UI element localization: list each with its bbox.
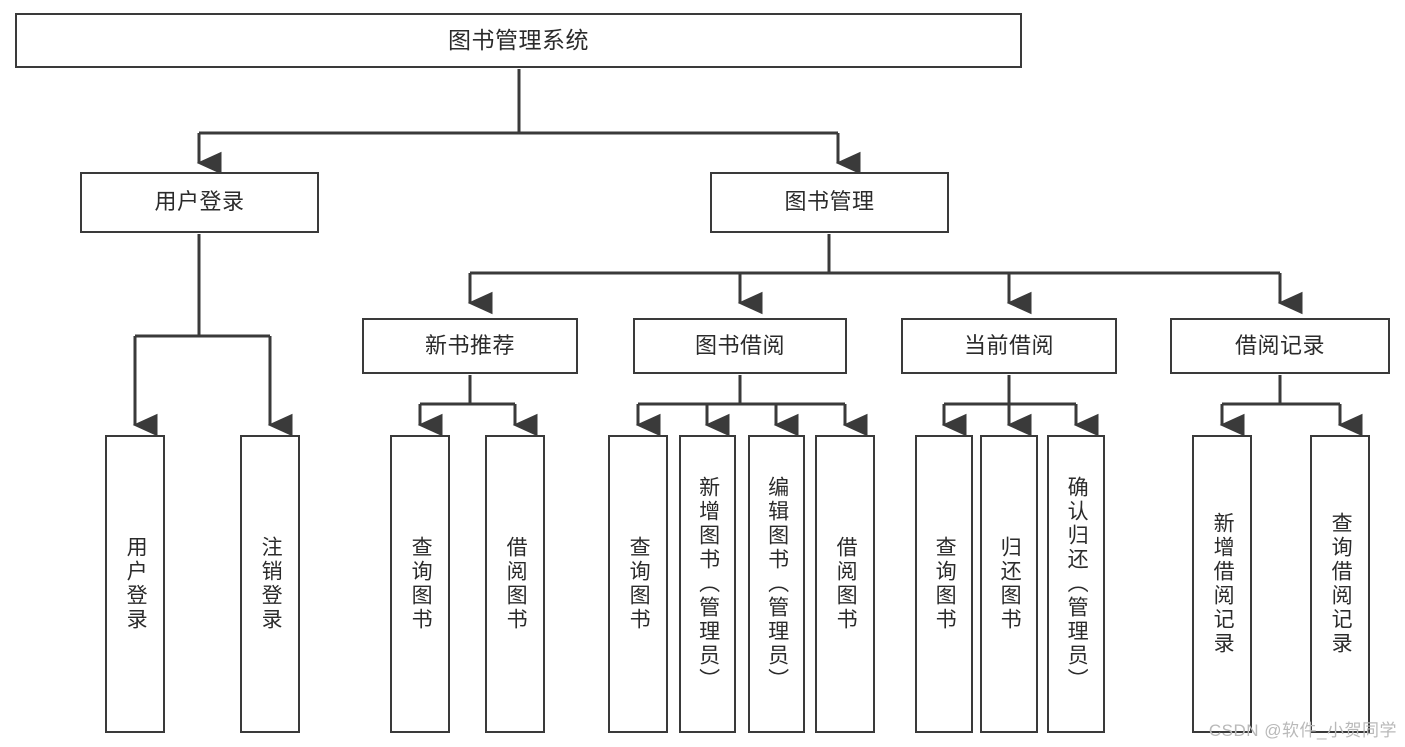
leaf-record-add-record[interactable]: 新增借阅记录 (1192, 435, 1252, 733)
node-borrow-record[interactable]: 借阅记录 (1170, 318, 1390, 374)
leaf-recommend-query-book[interactable]: 查询图书 (390, 435, 450, 733)
leaf-user-login-login[interactable]: 用户登录 (105, 435, 165, 733)
leaf-current-query-book[interactable]: 查询图书 (915, 435, 973, 733)
leaf-borrow-add-book-admin[interactable]: 新增图书（管理员） (679, 435, 736, 733)
leaf-label: 查询图书 (627, 536, 651, 632)
leaf-label: 编辑图书（管理员） (765, 476, 789, 692)
leaf-label: 查询图书 (933, 536, 957, 632)
leaf-label: 确认归还（管理员） (1065, 476, 1089, 692)
leaf-user-login-logout[interactable]: 注销登录 (240, 435, 300, 733)
leaf-recommend-borrow-book[interactable]: 借阅图书 (485, 435, 545, 733)
leaf-label: 新增借阅记录 (1211, 512, 1235, 656)
leaf-borrow-borrow-book[interactable]: 借阅图书 (815, 435, 875, 733)
leaf-current-confirm-return-admin[interactable]: 确认归还（管理员） (1047, 435, 1105, 733)
leaf-label: 用户登录 (124, 536, 148, 632)
node-current-borrow[interactable]: 当前借阅 (901, 318, 1117, 374)
leaf-label: 查询图书 (409, 536, 433, 632)
watermark-text: CSDN @软件_小贺同学 (1208, 721, 1397, 740)
leaf-label: 借阅图书 (504, 536, 528, 632)
leaf-label: 归还图书 (998, 536, 1022, 632)
node-book-borrow[interactable]: 图书借阅 (633, 318, 847, 374)
node-root-system[interactable]: 图书管理系统 (15, 13, 1022, 68)
leaf-label: 借阅图书 (834, 536, 858, 632)
leaf-label: 查询借阅记录 (1329, 512, 1353, 656)
leaf-label: 新增图书（管理员） (696, 476, 720, 692)
leaf-current-return-book[interactable]: 归还图书 (980, 435, 1038, 733)
node-new-book-recommend[interactable]: 新书推荐 (362, 318, 578, 374)
leaf-record-query-record[interactable]: 查询借阅记录 (1310, 435, 1370, 733)
leaf-label: 注销登录 (259, 536, 283, 632)
leaf-borrow-edit-book-admin[interactable]: 编辑图书（管理员） (748, 435, 805, 733)
leaf-borrow-query-book[interactable]: 查询图书 (608, 435, 668, 733)
node-user-login[interactable]: 用户登录 (80, 172, 319, 233)
node-book-management[interactable]: 图书管理 (710, 172, 949, 233)
